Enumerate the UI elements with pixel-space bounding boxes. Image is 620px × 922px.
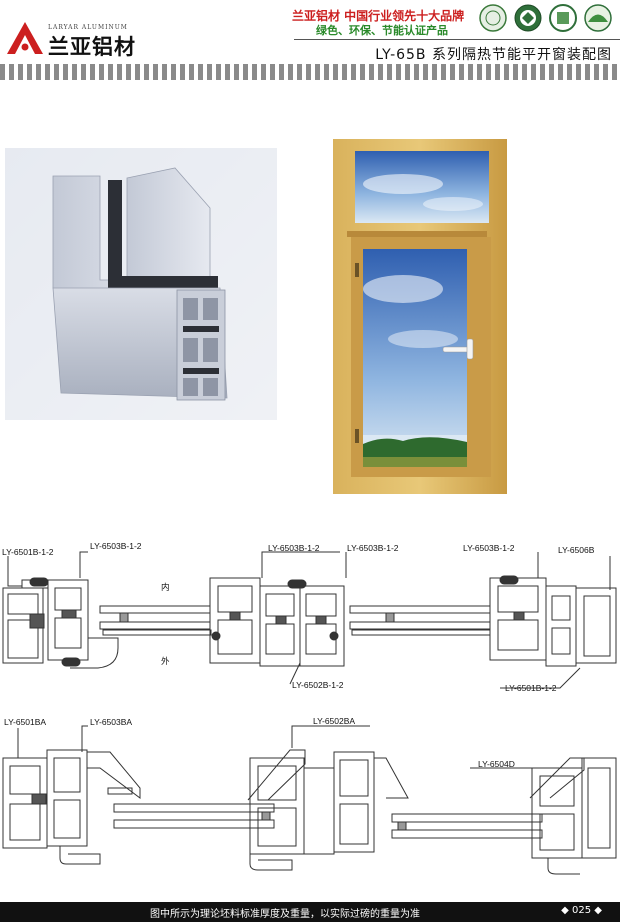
- part-label-6501b: LY-6501B-1-2: [2, 547, 54, 557]
- part-label-6501ba: LY-6501BA: [4, 717, 47, 727]
- laryar-logo-icon: [7, 22, 43, 54]
- brand-slogan: 兰亚铝材 中国行业领先十大品牌: [292, 9, 465, 23]
- outside-marker: 外: [161, 656, 170, 666]
- logo-chinese-name: 兰亚铝材: [48, 34, 136, 59]
- part-label-6504d: LY-6504D: [478, 759, 515, 769]
- part-label-6506b: LY-6506B: [558, 545, 595, 555]
- footer-note: 图中所示为理论坯料标准厚度及重量，以实际过磅的重量为准: [150, 909, 420, 920]
- certification-badges: [479, 4, 612, 32]
- inside-marker: 内: [161, 582, 170, 592]
- assembly-drawing-top: [2, 551, 617, 689]
- environmental-seal-icon: [549, 4, 577, 32]
- part-label-6503ba: LY-6503BA: [90, 717, 133, 727]
- page-title: LY-65B 系列隔热节能平开窗装配图: [375, 47, 612, 63]
- footer-bar: [0, 902, 620, 922]
- part-label-6502b: LY-6502B-1-2: [292, 680, 344, 690]
- green-product-seal-icon: [584, 4, 612, 32]
- certification-slogan: 绿色、环保、节能认证产品: [316, 24, 448, 37]
- page-number: ◆ 025 ◆: [561, 905, 602, 916]
- decorative-stripe-band: [0, 64, 620, 80]
- certification-seal-icon: [479, 4, 507, 32]
- quality-seal-icon: [514, 4, 542, 32]
- part-label-6503b-a: LY-6503B-1-2: [90, 541, 142, 551]
- profile-section-photo: [5, 148, 277, 420]
- header-divider: [294, 39, 620, 40]
- part-label-6503b-d: LY-6503B-1-2: [463, 543, 515, 553]
- assembly-drawing-bottom: [2, 725, 617, 875]
- casement-window-photo: [333, 139, 507, 494]
- part-label-6502ba: LY-6502BA: [313, 716, 356, 726]
- logo-english-name: LARYAR ALUMINUM: [48, 24, 128, 31]
- part-label-6503b-c: LY-6503B-1-2: [347, 543, 399, 553]
- part-label-6503b-b: LY-6503B-1-2: [268, 543, 320, 553]
